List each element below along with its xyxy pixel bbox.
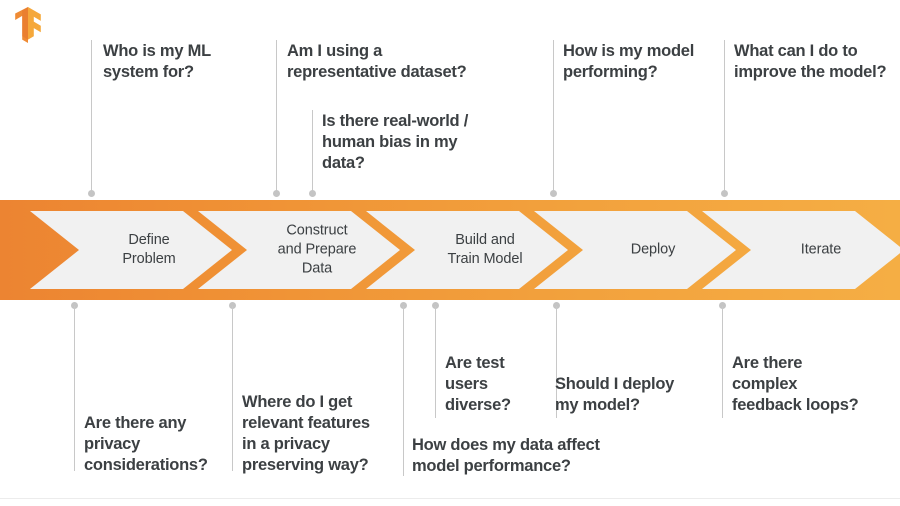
- chevron-construct-prepare-data: [198, 211, 400, 289]
- connector-dot-how-does-my-data-affect-model-performance: [400, 302, 407, 309]
- connector-dot-is-there-real-world-human-bias: [309, 190, 316, 197]
- callout-are-there-complex-feedback-loops: Are there complex feedback loops?: [732, 354, 859, 414]
- connector-dot-where-do-i-get-relevant-features: [229, 302, 236, 309]
- connector-line-how-does-my-data-affect-model-performance: [403, 306, 404, 476]
- connector-dot-should-i-deploy-my-model: [553, 302, 560, 309]
- callout-how-is-my-model-performing: How is my model performing?: [563, 42, 695, 81]
- stage-label-iterate: Iterate: [800, 241, 842, 258]
- stage-label-construct-prepare-data: Construct and Prepare Data: [277, 222, 357, 277]
- connector-line-how-is-my-model-performing: [553, 40, 554, 193]
- connector-dot-who-is-my-ml-system-for: [88, 190, 95, 197]
- connector-line-am-i-using-representative-dataset: [276, 40, 277, 193]
- connector-line-is-there-real-world-human-bias: [312, 110, 313, 193]
- stage-label-deploy: Deploy: [630, 241, 676, 258]
- chevron-build-train-model: [366, 211, 568, 289]
- connector-line-who-is-my-ml-system-for: [91, 40, 92, 193]
- callout-am-i-using-representative-dataset: Am I using a representative dataset?: [287, 42, 467, 81]
- connector-dot-are-there-any-privacy-considerations: [71, 302, 78, 309]
- chevron-iterate: [702, 211, 900, 289]
- connector-line-should-i-deploy-my-model: [556, 306, 557, 418]
- connector-line-are-test-users-diverse: [435, 306, 436, 418]
- connector-dot-how-is-my-model-performing: [550, 190, 557, 197]
- connector-line-where-do-i-get-relevant-features: [232, 306, 233, 471]
- callout-who-is-my-ml-system-for: Who is my ML system for?: [103, 42, 211, 81]
- callout-how-does-my-data-affect-model-performance: How does my data affect model performanc…: [412, 436, 600, 475]
- callout-are-test-users-diverse: Are test users diverse?: [445, 354, 511, 414]
- callout-should-i-deploy-my-model: Should I deploy my model?: [555, 375, 675, 414]
- chevron-define-problem: [30, 211, 232, 289]
- connector-line-are-there-any-privacy-considerations: [74, 306, 75, 471]
- connector-line-what-can-i-do-to-improve-the-model: [724, 40, 725, 193]
- connector-line-are-there-complex-feedback-loops: [722, 306, 723, 418]
- callout-is-there-real-world-human-bias: Is there real-world / human bias in my d…: [322, 112, 469, 172]
- stage-label-define-problem: Define Problem: [122, 232, 176, 267]
- connector-dot-am-i-using-representative-dataset: [273, 190, 280, 197]
- ml-pipeline-band: Define Problem Construct and Prepare Dat…: [0, 200, 900, 300]
- stage-label-build-train-model: Build and Train Model: [447, 232, 523, 267]
- connector-dot-are-test-users-diverse: [432, 302, 439, 309]
- callout-what-can-i-do-to-improve-the-model: What can I do to improve the model?: [734, 42, 887, 81]
- chevron-deploy: [534, 211, 736, 289]
- connector-dot-what-can-i-do-to-improve-the-model: [721, 190, 728, 197]
- chevron-stages-group: [30, 211, 900, 289]
- callout-where-do-i-get-relevant-features: Where do I get relevant features in a pr…: [242, 393, 370, 474]
- connector-dot-are-there-complex-feedback-loops: [719, 302, 726, 309]
- callout-are-there-any-privacy-considerations: Are there any privacy considerations?: [84, 414, 208, 474]
- bottom-divider: [0, 498, 900, 499]
- tensorflow-logo: [15, 7, 41, 43]
